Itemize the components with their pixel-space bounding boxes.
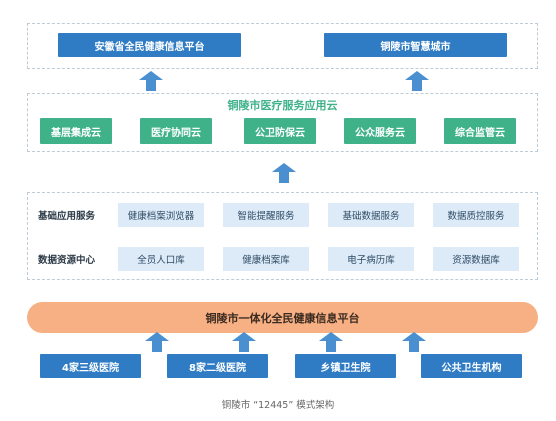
service-item-basic-data[interactable]: 基础数据服务 — [328, 203, 414, 227]
diagram-caption: 铜陵市 “12445” 模式架构 — [221, 400, 335, 411]
cloud-item-medical-collaboration[interactable]: 医疗协同云 — [140, 118, 212, 144]
integrated-platform-bar[interactable]: 铜陵市一体化全民健康信息平台 — [27, 302, 538, 333]
cloud-layer-box — [27, 93, 538, 152]
cloud-layer-title: 铜陵市医疗服务应用云 — [227, 99, 338, 112]
resource-item-resource-db[interactable]: 资源数据库 — [433, 247, 519, 271]
row-label-data-resource-center: 数据资源中心 — [38, 255, 96, 266]
up-arrow-icon — [272, 163, 296, 183]
row-label-basic-services: 基础应用服务 — [38, 211, 96, 222]
services-layer-box — [27, 192, 538, 280]
cloud-item-basic-integration[interactable]: 基层集成云 — [40, 118, 112, 144]
top-item-tongling-smart-city[interactable]: 铜陵市智慧城市 — [324, 33, 507, 57]
up-arrow-icon — [232, 332, 256, 352]
bottom-item-public-health-institutions[interactable]: 公共卫生机构 — [421, 354, 522, 378]
bottom-item-township-health-centers[interactable]: 乡镇卫生院 — [295, 354, 396, 378]
up-arrow-icon — [405, 71, 429, 91]
cloud-item-integrated-supervision[interactable]: 综合监管云 — [444, 118, 516, 144]
service-item-data-quality[interactable]: 数据质控服务 — [433, 203, 519, 227]
up-arrow-icon — [319, 332, 343, 352]
up-arrow-icon — [402, 332, 426, 352]
up-arrow-icon — [145, 332, 169, 352]
up-arrow-icon — [139, 71, 163, 91]
resource-item-health-record-db[interactable]: 健康档案库 — [223, 247, 309, 271]
service-item-health-record-browser[interactable]: 健康档案浏览器 — [118, 203, 204, 227]
resource-item-population-db[interactable]: 全员人口库 — [118, 247, 204, 271]
resource-item-emr-db[interactable]: 电子病历库 — [328, 247, 414, 271]
top-layer-box — [27, 23, 538, 69]
bottom-item-secondary-hospitals[interactable]: 8家二级医院 — [167, 354, 268, 378]
top-item-anhui-platform[interactable]: 安徽省全民健康信息平台 — [58, 33, 241, 57]
cloud-item-public-service[interactable]: 公众服务云 — [344, 118, 416, 144]
cloud-item-public-health[interactable]: 公卫防保云 — [244, 118, 316, 144]
bottom-item-tertiary-hospitals[interactable]: 4家三级医院 — [40, 354, 141, 378]
service-item-smart-reminder[interactable]: 智能提醒服务 — [223, 203, 309, 227]
